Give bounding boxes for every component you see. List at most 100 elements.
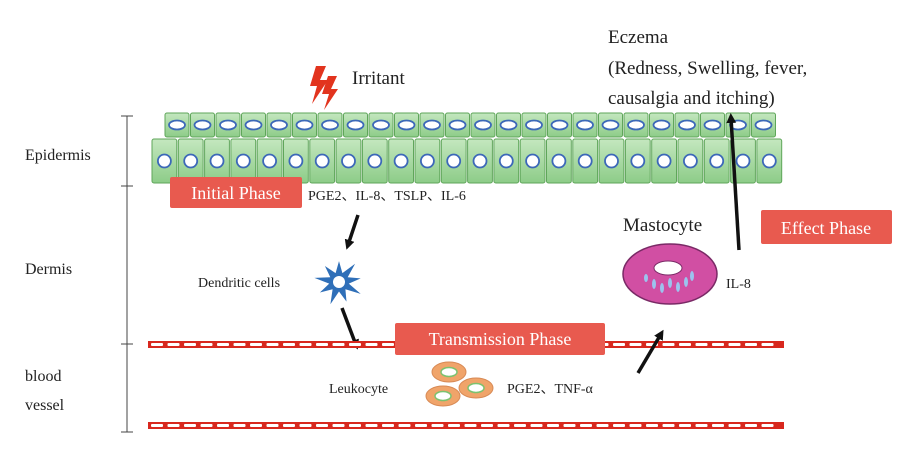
epidermis-cell	[151, 138, 178, 184]
epidermis-cell	[519, 138, 546, 184]
initial-cytokines-label: PGE2、IL-8、TSLP、IL-6	[308, 189, 466, 204]
epidermis-cell	[388, 138, 415, 184]
epidermis-cell	[624, 138, 651, 184]
epidermis-cell	[649, 112, 674, 138]
vessel-segment	[332, 424, 345, 427]
epidermis-cell	[674, 112, 700, 138]
vessel-segment	[217, 424, 229, 427]
epidermis-cell	[677, 138, 704, 184]
dendritic-cells-label: Dendritic cells	[198, 276, 280, 291]
vessel-segment	[316, 424, 328, 427]
vessel-segment	[679, 343, 691, 346]
vessel-segment	[547, 424, 559, 427]
epidermis-cell	[651, 138, 678, 184]
epidermis-cell	[445, 112, 470, 138]
vessel-segment	[695, 343, 708, 346]
vessel-segment	[646, 424, 658, 427]
vessel-segment	[431, 424, 444, 427]
vessel-segment	[679, 424, 691, 427]
vessel-segment	[662, 424, 675, 427]
epidermis-cell	[335, 138, 362, 184]
epidermis-cell	[751, 112, 776, 138]
vessel-segment	[217, 343, 229, 346]
vessel-segment	[266, 424, 279, 427]
epidermis-cell	[419, 112, 445, 138]
vessel-segment	[662, 343, 675, 346]
vessel-segment	[349, 424, 361, 427]
epidermis-cell	[164, 112, 190, 138]
epidermis-cell	[572, 112, 598, 138]
dermis-label: Dermis	[25, 261, 72, 278]
vessel-segment	[514, 424, 526, 427]
epidermis-cell	[521, 112, 547, 138]
vessel-segment	[761, 424, 774, 427]
vessel-segment	[332, 343, 345, 346]
epidermis-cell	[440, 138, 467, 184]
mastocyte-label: Mastocyte	[623, 215, 702, 236]
epidermis-cell	[496, 112, 521, 138]
leukocyte-cluster-icon	[425, 361, 494, 407]
blood-vessel-label-line2: vessel	[25, 397, 65, 414]
epidermis-cell	[368, 112, 394, 138]
vessel-segment	[712, 343, 724, 346]
epidermis-cell	[266, 112, 292, 138]
vessel-segment	[184, 424, 196, 427]
vessel-segment	[151, 424, 163, 427]
vessel-segment	[398, 424, 411, 427]
epidermis-label: Epidermis	[25, 147, 91, 164]
epidermis-cell	[292, 112, 317, 138]
vessel-segment	[382, 343, 394, 346]
vessel-segment	[563, 424, 576, 427]
epidermis-cell	[215, 112, 241, 138]
epidermis-cell	[703, 138, 730, 184]
epidermis-cell	[730, 138, 756, 184]
transmission-cytokines-label: PGE2、TNF-α	[507, 382, 594, 397]
transmission-phase-badge: Transmission Phase	[395, 323, 605, 355]
irritant-lightning-icon	[310, 66, 338, 110]
vessel-segment	[283, 424, 295, 427]
epidermis-cell	[190, 112, 215, 138]
vessel-segment	[448, 424, 460, 427]
vessel-segment	[200, 343, 213, 346]
transmission-phase-label: Transmission Phase	[429, 329, 572, 349]
initial-phase-badge: Initial Phase	[170, 177, 302, 208]
epidermis-cell	[493, 138, 520, 184]
vessel-segment	[629, 424, 642, 427]
epidermis-cell	[283, 138, 309, 184]
vessel-segment	[184, 343, 196, 346]
initial-phase-label: Initial Phase	[191, 183, 280, 203]
vessel-segment	[250, 424, 262, 427]
epidermis-cell	[309, 138, 336, 184]
eczema-symptoms-line2: causalgia and itching)	[608, 88, 775, 109]
vessel-segment	[250, 343, 262, 346]
epidermis-cell	[725, 112, 751, 138]
effect-phase-label: Effect Phase	[781, 218, 871, 238]
epidermis-cell	[756, 138, 783, 184]
vessel-segment	[613, 424, 625, 427]
vessel-segment	[695, 424, 708, 427]
epidermis-cell	[598, 138, 625, 184]
epidermis-cell	[256, 138, 283, 184]
vessel-segment	[365, 343, 378, 346]
vessel-segment	[233, 424, 246, 427]
epidermis-cell	[361, 138, 388, 184]
vessel-segment	[200, 424, 213, 427]
vessel-segment	[382, 424, 394, 427]
leukocyte-icon	[458, 377, 494, 399]
arrow-to-dendritic	[344, 214, 360, 250]
epidermis-cell	[317, 112, 343, 138]
blood-vessel-wall-lower	[148, 422, 784, 429]
epidermis-cell	[547, 112, 572, 138]
epidermis-cell	[623, 112, 649, 138]
effect-cytokine-label: IL-8	[726, 277, 751, 292]
vessel-segment	[365, 424, 378, 427]
epidermis-bottom-cell-row	[151, 138, 783, 184]
eczema-title: Eczema	[608, 27, 669, 48]
vessel-segment	[728, 343, 741, 346]
vessel-segment	[580, 424, 592, 427]
mastocyte-icon	[622, 243, 718, 305]
vessel-segment	[349, 343, 361, 346]
epidermis-cell	[700, 112, 725, 138]
irritant-label: Irritant	[352, 68, 405, 89]
arrow-to-eczema	[726, 113, 741, 251]
